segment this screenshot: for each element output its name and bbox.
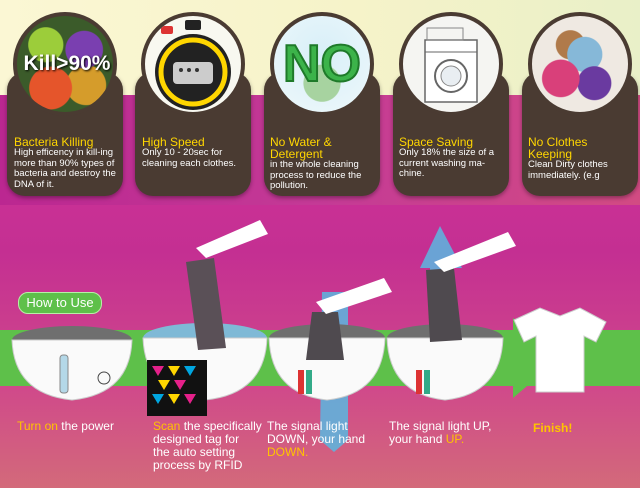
nowater-image: NO — [270, 12, 374, 116]
feature-title-nowater: No Water & Detergent — [270, 135, 332, 161]
feature-desc-speed: Only 10 - 20sec for cleaning each clothe… — [142, 147, 237, 169]
device-step-4 — [386, 226, 516, 401]
kill-overlay: Kill>90% — [23, 52, 111, 75]
rfid-tag — [147, 360, 207, 416]
washing-machine-icon — [424, 27, 478, 103]
step-1-text: the power — [57, 419, 114, 433]
step-2-highlight: Scan — [153, 419, 181, 433]
step-2-line4: process by RFID — [153, 458, 243, 472]
step-2-line1: the specifically — [180, 419, 262, 433]
feature-title-space: Space Saving — [399, 135, 474, 149]
step-4-line1: The signal light UP, — [389, 419, 492, 433]
stopwatch-icon — [155, 20, 231, 110]
step-3-line2: DOWN, your hand — [267, 432, 366, 446]
device-step-1 — [11, 326, 133, 401]
step-2-line2: designed tag for — [153, 432, 240, 446]
step-3-highlight: DOWN. — [267, 445, 309, 459]
step-4-line2: your hand — [389, 432, 446, 446]
step-4-caption: The signal light UP, your hand UP. — [389, 420, 492, 446]
step-2-line3: the auto setting — [153, 445, 236, 459]
step-1-highlight: Turn on — [17, 419, 58, 433]
stopwatch-image — [141, 12, 245, 116]
step-4-highlight: UP. — [445, 432, 465, 446]
feature-desc-nowater: in the whole cleaning process to reduce … — [270, 159, 362, 191]
clean-shirt — [513, 307, 607, 393]
device-step-3 — [268, 278, 392, 452]
how-to-use-label: How to Use — [18, 292, 102, 314]
step-5-caption: Finish! — [533, 421, 573, 435]
step-3-caption: The signal light DOWN, your hand DOWN. — [267, 420, 365, 459]
bacteria-image: Kill>90% — [13, 12, 117, 116]
laundry-basket-image — [528, 12, 632, 116]
step-2-caption: Scan the specifically designed tag for t… — [153, 420, 262, 472]
feature-desc-bacteria: High efficency in kill-ing more than 90%… — [14, 147, 116, 190]
feature-desc-noclothes: Clean Dirty clothes immediately. (e.g — [528, 159, 608, 181]
step-3-line1: The signal light — [267, 419, 348, 433]
step-1-caption: Turn on the power — [17, 420, 114, 433]
washing-machine-image — [399, 12, 503, 116]
feature-title-speed: High Speed — [142, 135, 205, 149]
feature-title-noclothes: No Clothes Keeping — [528, 135, 588, 161]
feature-title-bacteria: Bacteria Killing — [14, 135, 94, 149]
feature-desc-space: Only 18% the size of a current washing m… — [399, 147, 495, 179]
no-overlay: NO — [282, 34, 362, 94]
